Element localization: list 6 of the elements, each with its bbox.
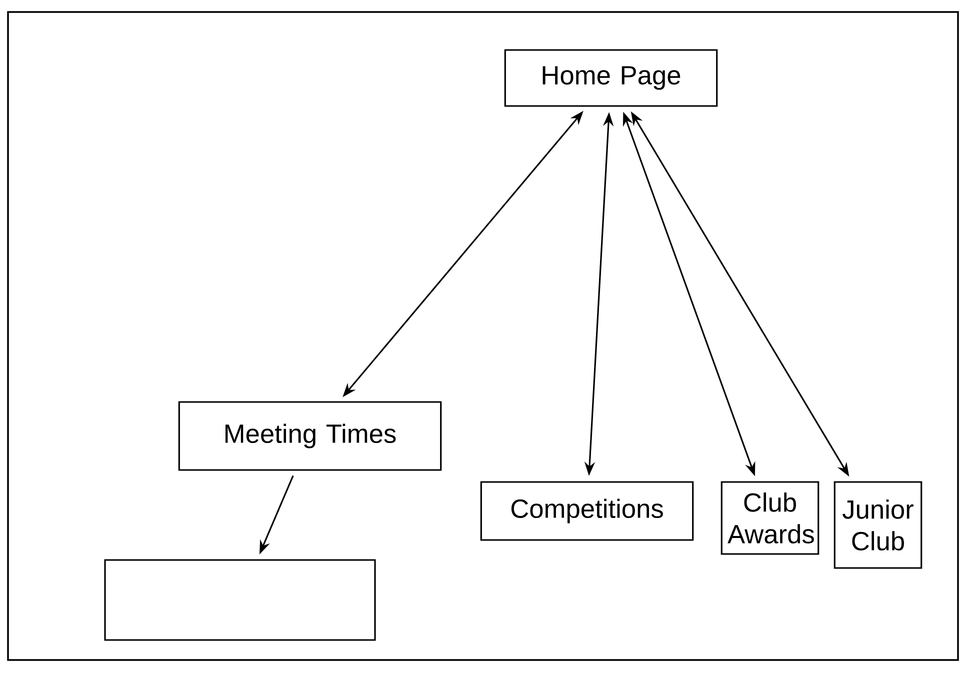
page-box: Meeting Times (178, 401, 442, 471)
empty-box (104, 559, 376, 641)
page-box: Competitions (480, 481, 694, 541)
page-box: Home Page (504, 49, 718, 107)
page-box: Club Awards (720, 481, 820, 555)
page-box: Junior Club (834, 481, 922, 569)
